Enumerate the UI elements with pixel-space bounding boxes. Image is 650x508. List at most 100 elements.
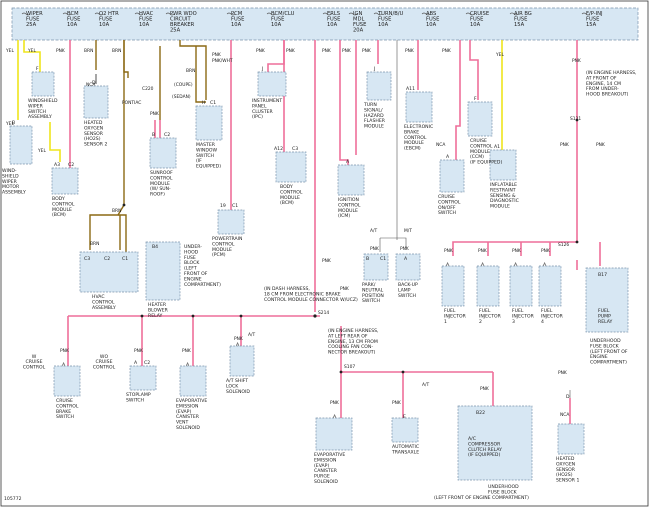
svg-text:PNK: PNK [56,48,65,54]
svg-text:A: A [446,262,450,268]
svg-text:PNK: PNK [322,258,331,264]
svg-text:C1: C1 [210,100,216,106]
svg-text:A/T: A/T [370,228,377,234]
svg-text:C2: C2 [164,132,170,138]
svg-text:A: A [404,256,408,262]
component-heater [145,241,181,301]
component-autotrans [391,417,419,443]
fuse-symbol-2 [94,12,104,16]
svg-text:PNK: PNK [400,246,409,252]
svg-text:A: A [481,262,485,268]
component-bcm2 [275,151,307,183]
svg-text:PNK: PNK [560,142,569,148]
svg-text:PNK: PNK [340,286,349,292]
svg-text:PNK: PNK [478,248,487,254]
svg-text:BRN: BRN [84,48,93,54]
svg-text:S121: S121 [570,116,581,122]
svg-text:YEL: YEL [27,48,36,54]
svg-text:D: D [566,394,570,400]
svg-text:S107: S107 [344,364,355,370]
component-inj4 [538,265,562,307]
component-pnp [363,253,389,281]
svg-text:A: A [186,362,190,368]
svg-text:C1: C1 [232,203,238,209]
svg-text:C1: C1 [122,256,128,262]
component-sdm [489,149,517,181]
svg-text:YEL: YEL [5,48,14,54]
fuse-symbol-8 [348,12,358,16]
note-dash-harness: (IN DASH HARNESS,18 CM FROM ELECTRONIC B… [264,286,358,303]
fuse-symbol-1 [62,12,72,16]
fuse-symbol-9 [373,12,383,16]
svg-text:YEL: YEL [5,121,14,127]
svg-text:PNK: PNK [234,336,243,342]
fuse-symbol-7 [322,12,332,16]
fuse-symbol-11 [465,12,475,16]
svg-text:A: A [543,262,547,268]
svg-text:PNK: PNK [480,386,489,392]
fuse-symbol-0 [21,12,31,16]
wires [17,40,601,424]
svg-text:PNK: PNK [442,48,451,54]
svg-text:C2: C2 [68,162,74,168]
svg-text:A/T: A/T [248,332,255,338]
component-inj3 [509,265,533,307]
svg-text:A: A [346,159,350,165]
fuse-symbol-3 [134,12,144,16]
component-hvac [79,251,139,293]
wire-labels: YEL YEL YEL YEL PNK BRN BRN BRN BRN BRN … [4,48,605,502]
component-icm [337,164,365,196]
component-backup [395,253,421,281]
svg-text:PNK: PNK [322,48,331,54]
component-evapvent [179,365,207,397]
component-bcm1 [51,167,79,195]
svg-text:19: 19 [220,203,226,209]
svg-text:A/T: A/T [422,382,429,388]
diagram-ref: 105772 [4,496,22,502]
svg-text:PNK: PNK [342,48,351,54]
svg-text:PNK: PNK [60,348,69,354]
svg-text:PNK: PNK [512,248,521,254]
svg-text:PNK: PNK [286,48,295,54]
component-wiper-switch [31,71,55,97]
svg-text:B17: B17 [598,272,607,278]
svg-text:BRN: BRN [112,48,121,54]
svg-text:PNK: PNK [150,111,159,117]
component-wiper-motor [9,125,33,165]
svg-text:PONTIAC: PONTIAC [122,100,141,106]
component-ipc [257,71,287,97]
component-ccbrake [53,365,81,397]
component-turn [366,71,392,101]
svg-text:(SEDAN): (SEDAN) [172,94,191,100]
splices [122,118,579,374]
fuse-symbol-10 [421,12,431,16]
fuse-symbol-5 [226,12,236,16]
svg-text:PNK: PNK [134,348,143,354]
component-sunroof [149,137,177,169]
